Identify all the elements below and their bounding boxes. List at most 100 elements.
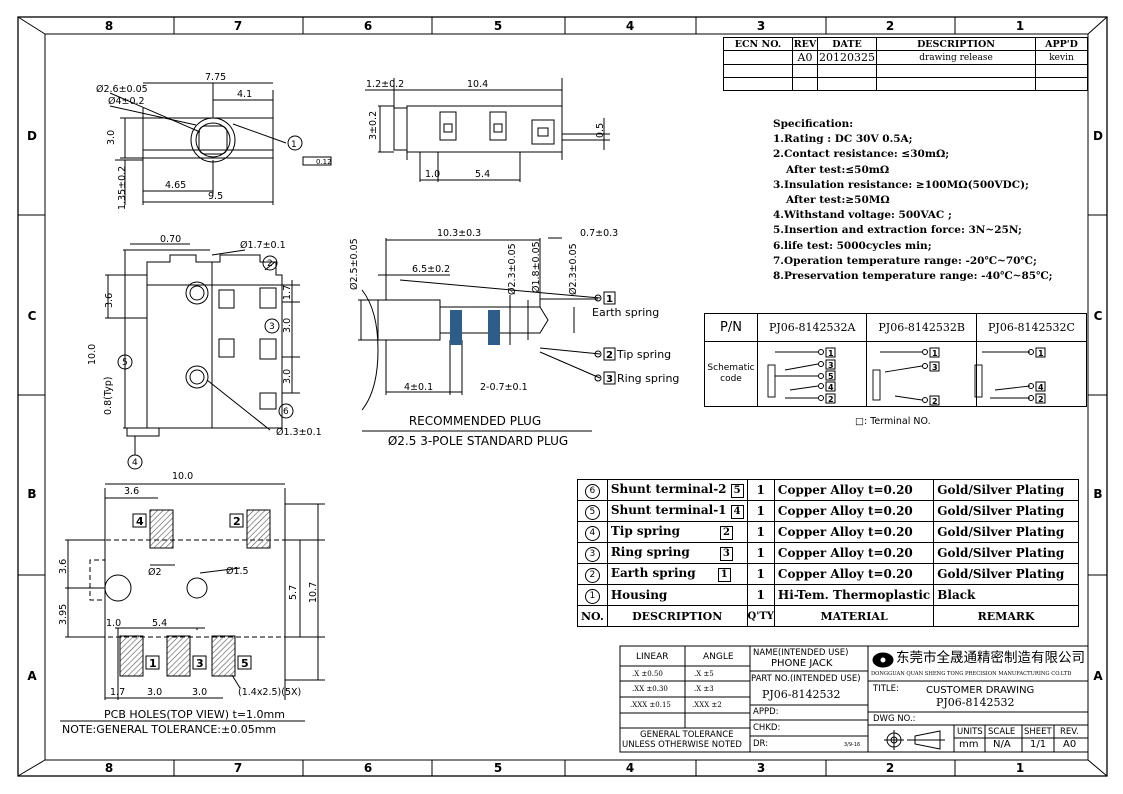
spec-item: 3.Insulation resistance: ≥100MΩ(500VDC); xyxy=(773,178,1029,191)
zone-col-label: 4 xyxy=(626,761,634,775)
appd-label: APPD: xyxy=(753,707,779,717)
title-block-frame xyxy=(619,645,1089,753)
bom-header-no: NO. xyxy=(577,605,608,627)
dim-label: 4.65 xyxy=(165,180,186,191)
dim-label: 3.6 xyxy=(58,559,69,574)
bom-qty: 1 xyxy=(746,479,775,501)
dim-label: 0.8(Typ) xyxy=(103,377,114,416)
callout-number: 3 xyxy=(269,322,275,332)
plug-dims: 10.3±0.3 0.7±0.3 6.5±0.2 Ø2.5±0.05 Ø2.3±… xyxy=(349,228,618,393)
dim-label: 10.3±0.3 xyxy=(437,228,481,239)
zone-row-label: A xyxy=(1093,669,1103,683)
terminal-number: 4 xyxy=(730,505,744,519)
dim-label: Ø2.6±0.05 xyxy=(96,84,148,95)
terminal-number: 2 xyxy=(720,526,734,540)
terminal-number: 1 xyxy=(149,657,157,670)
bom-qty: 1 xyxy=(746,542,775,564)
dr-date: 3/9-16 xyxy=(844,742,861,748)
plug-drawing xyxy=(358,237,601,411)
general-tolerance: GENERAL TOLERANCE xyxy=(640,730,734,740)
chkd-label: CHKD: xyxy=(753,723,781,733)
dim-label: 10.0 xyxy=(172,471,193,482)
bom-material: Copper Alloy t=0.20 xyxy=(773,563,935,585)
dim-label: Ø1.8±0.05 xyxy=(531,241,542,293)
dim-label: 1.35±0.2 xyxy=(117,166,128,210)
dim-label: 9.5 xyxy=(208,191,223,202)
zone-col-label: 4 xyxy=(626,19,634,33)
pn-variant-b: PJ06-8142532B xyxy=(866,313,977,342)
company-name-cn: 东莞市全晟通精密制造有限公司 xyxy=(896,650,1085,666)
top-view-dims: 7.75 4.1 Ø2.6±0.05 Ø4±0.2 3.0 4.65 9.5 1… xyxy=(96,72,332,210)
dim-label: 1.0 xyxy=(106,618,121,629)
tip-spring-label: Tip spring xyxy=(616,348,671,361)
top-view xyxy=(109,82,332,205)
bom-description: Shunt terminal-1 xyxy=(610,503,727,517)
dim-label: 3.6 xyxy=(104,293,115,308)
pcb-layout xyxy=(65,483,325,700)
zone-row-label: B xyxy=(1093,487,1102,501)
zone-col-label: 5 xyxy=(494,19,502,33)
dim-label: 10.0 xyxy=(87,344,98,365)
pcb-terminal-numbers: 4 2 1 3 5 xyxy=(132,513,252,670)
callout-number: 4 xyxy=(132,458,138,468)
tol-angle-xxx: .XXX ±2 xyxy=(692,701,722,709)
units-value: mm xyxy=(959,739,979,750)
zone-row-label: D xyxy=(1093,129,1103,143)
bom-material: Hi-Tem. Thermoplastic xyxy=(773,584,935,606)
zone-col-label: 3 xyxy=(757,19,765,33)
dim-label: Ø2.3±0.05 xyxy=(507,243,518,295)
ecn-header: ECN NO. xyxy=(723,37,793,51)
bom-description: Shunt terminal-2 xyxy=(610,482,727,496)
tol-angle-xx: .X ±3 xyxy=(694,685,714,693)
description-value: drawing release xyxy=(876,50,1036,65)
company-name-en: DONGGUAN QUAN SHENG TONG PRECISION MANUF… xyxy=(871,671,1072,677)
schematic-code-label: Schematic code xyxy=(704,341,758,407)
front-view-dims: 0.70 Ø1.7±0.1 3.6 1.7 3.0 3.0 10.0 0.8(T… xyxy=(87,234,322,468)
spec-item: 7.Operation temperature range: -20℃~70℃; xyxy=(773,254,1037,267)
schematic-c xyxy=(975,341,1088,407)
dim-label: 3.0 xyxy=(282,369,293,384)
pcb-dims: 10.0 3.6 3.6 Ø2 Ø1.5 5.7 10.7 3.95 1.0 5… xyxy=(58,471,319,698)
bom-header-description: DESCRIPTION xyxy=(606,605,748,627)
zone-col-label: 1 xyxy=(1016,761,1024,775)
dim-label: 2-0.7±0.1 xyxy=(480,382,528,393)
dim-label: 3.95 xyxy=(58,604,69,625)
terminal-number: 5 xyxy=(241,657,249,670)
rev-value: A0 xyxy=(792,50,818,65)
dim-label: 1.0 xyxy=(425,169,440,180)
pn-variant-c: PJ06-8142532C xyxy=(975,313,1088,342)
terminal-number: 4 xyxy=(136,515,144,528)
spec-title: Specification: xyxy=(773,118,854,130)
item-number: 3 xyxy=(584,546,600,562)
terminal-legend: □: Terminal NO. xyxy=(855,416,931,427)
schematic-b xyxy=(866,341,977,407)
dim-label: Ø4±0.2 xyxy=(108,96,145,107)
dim-label: 1.7 xyxy=(110,687,125,698)
pcb-pads xyxy=(119,509,271,677)
bom-qty: 1 xyxy=(746,563,775,585)
plug-bands xyxy=(450,310,500,345)
appd-header: APP'D xyxy=(1035,37,1088,51)
spec-item: 4.Withstand voltage: 500VAC ; xyxy=(773,209,952,222)
zone-col-label: 1 xyxy=(1016,19,1024,33)
plug-title: RECOMMENDED PLUG Ø2.5 3-POLE STANDARD PL… xyxy=(362,414,592,448)
side-view xyxy=(365,78,610,182)
unless-noted: UNLESS OTHERWISE NOTED xyxy=(622,740,742,750)
dim-label: 6.5±0.2 xyxy=(412,264,450,275)
appd-value: kevin xyxy=(1035,50,1088,65)
dim-label: 3.6 xyxy=(124,486,139,497)
dim-label: 3±0.2 xyxy=(368,111,379,140)
dwg-no-label: DWG NO.: xyxy=(873,714,916,724)
dim-label: 0.70 xyxy=(160,234,181,245)
dim-label: 5.4 xyxy=(152,618,167,629)
title-part-number: PJ06-8142532 xyxy=(936,696,1015,709)
bom-qty: 1 xyxy=(746,584,775,606)
terminal-number: 3 xyxy=(719,547,733,561)
callout-number: 1 xyxy=(291,140,297,150)
dim-label: 0.5 xyxy=(595,123,606,138)
dim-label: 3.0 xyxy=(282,318,293,333)
